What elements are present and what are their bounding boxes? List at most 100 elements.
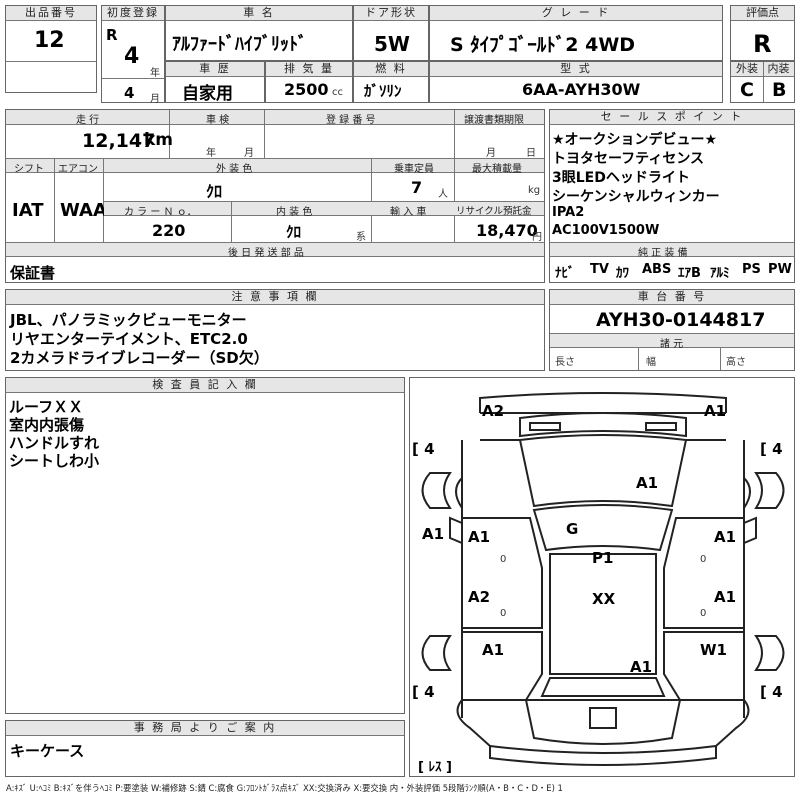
- mileage-unit: km: [144, 130, 174, 150]
- insp-month-unit: 月: [244, 148, 254, 159]
- equip-item: TV: [590, 262, 609, 277]
- history-label: 車 歴: [166, 62, 264, 77]
- sales-line: トヨタセーフティセンス: [552, 151, 705, 167]
- inspector-box: 検 査 員 記 入 欄 ルーフＸＸ 室内内張傷 ハンドルすれ シートしわ小: [5, 377, 405, 714]
- mark-front-bumper-right: A1: [704, 402, 727, 420]
- first-reg-label: 初度登録: [102, 6, 164, 21]
- insp-year-unit: 年: [206, 148, 216, 159]
- car-name-label: 車 名: [166, 6, 352, 21]
- door-label: ドア形状: [354, 6, 428, 21]
- lot-value: 12: [34, 28, 65, 53]
- fuel-value: ｶﾞｿﾘﾝ: [364, 82, 402, 100]
- year-unit: 年: [150, 68, 160, 79]
- mark-roof: P1: [592, 549, 614, 567]
- equip-item: ﾅﾋﾞ: [555, 266, 575, 281]
- history-box: 車 歴 自家用: [165, 61, 265, 104]
- mark-right-rear-door: A1: [714, 588, 737, 606]
- mark-left-rear-door: A2: [468, 588, 491, 606]
- equip-item: ｴｱB: [678, 266, 701, 281]
- ext-value: C: [740, 79, 754, 101]
- inspector-line: シートしわ小: [9, 452, 100, 470]
- sales-label: セ ー ル ス ポ イ ン ト: [550, 110, 794, 125]
- sales-line: AC100V1500W: [552, 223, 660, 238]
- notes-line: 2カメラドライブレコーダー（SD欠）: [10, 349, 269, 367]
- int-value: B: [772, 79, 787, 101]
- mark-hood: A1: [636, 474, 659, 492]
- mark-rear: A1: [630, 658, 653, 676]
- notes-line: JBL、パノラミックビューモニター: [10, 311, 247, 329]
- tire-rr: [ 4: [760, 683, 783, 701]
- car-name-box: 車 名 ｱﾙﾌｧｰﾄﾞﾊｲﾌﾞﾘｯﾄﾞ: [165, 5, 353, 61]
- score-label: 評価点: [731, 6, 794, 21]
- equip-item: ｱﾙﾐ: [710, 266, 730, 281]
- int-color-label: 内 装 色: [276, 207, 313, 218]
- fuel-box: 燃 料 ｶﾞｿﾘﾝ: [353, 61, 429, 103]
- recycle-unit: 円: [532, 232, 542, 243]
- mark-lrd-small: 0: [500, 608, 507, 619]
- mileage-label: 走 行: [76, 115, 100, 126]
- chassis-value: AYH30-0144817: [596, 309, 766, 331]
- model-value: 6AA-AYH30W: [522, 80, 641, 99]
- color-no-value: 220: [152, 221, 186, 240]
- equip-item: ｶﾜ: [616, 266, 629, 281]
- mark-rrd-small: 0: [700, 608, 707, 619]
- chassis-label: 車 台 番 号: [550, 290, 794, 305]
- mark-front-bumper-left: A2: [482, 402, 505, 420]
- month-unit: 月: [150, 94, 160, 105]
- load-unit: kg: [528, 185, 541, 196]
- mark-roof-rear: XX: [592, 590, 616, 608]
- era: R: [106, 26, 118, 44]
- reg-year: 4: [124, 44, 140, 69]
- tire-fl: [ 4: [412, 440, 435, 458]
- office-label: 事 務 局 よ り ご 案 内: [6, 721, 404, 736]
- grade-box: グ レ ー ド S ﾀｲﾌﾟｺﾞｰﾙﾄﾞ2 4WD: [429, 5, 723, 61]
- history-value: 自家用: [182, 84, 233, 104]
- displacement-value: 2500: [284, 80, 329, 99]
- notes-label: 注 意 事 項 欄: [6, 290, 544, 305]
- lot-box: 出品番号 12: [5, 5, 97, 93]
- shift-value: IAT: [12, 200, 44, 221]
- door-value: 5W: [374, 32, 410, 56]
- equip-item: PS: [742, 262, 761, 277]
- int-label: 内装: [763, 62, 794, 77]
- displacement-unit: cc: [332, 87, 343, 98]
- ac-value: WAA: [60, 200, 107, 221]
- car-outline-drawing: [421, 392, 785, 766]
- notes-line: リヤエンターテイメント、ETC2.0: [10, 330, 248, 348]
- info-table: 走 行 車 検 登 録 番 号 譲渡書類期限 12,147 km 年 月 月 日…: [5, 109, 545, 283]
- recycle-value: 18,470: [476, 221, 538, 240]
- sales-line: IPA2: [552, 205, 585, 220]
- model-label: 型 式: [430, 62, 722, 77]
- inspector-label: 検 査 員 記 入 欄: [6, 378, 404, 393]
- car-diagram: [ 4 [ 4 [ 4 [ 4 [ ﾚｽ ] A2 A1 A1 A1 G P1 …: [409, 377, 795, 777]
- mark-left-front-door: A1: [468, 528, 491, 546]
- reg-month: 4: [124, 84, 135, 102]
- int-color-unit: 系: [356, 232, 366, 243]
- score-box: 評価点 R: [730, 5, 795, 61]
- tire-fr: [ 4: [760, 440, 783, 458]
- color-value: ｸﾛ: [206, 182, 223, 201]
- legend: A:ｷｽﾞ U:ﾍｺﾐ B:ｷｽﾞを伴うﾍｺﾐ P:要塗装 W:補修跡 S:錆 …: [6, 783, 563, 793]
- later-parts-value: 保証書: [10, 264, 56, 282]
- capacity-unit: 人: [438, 189, 448, 200]
- recycle-label: リサイクル預託金: [456, 206, 532, 217]
- lot-label: 出品番号: [6, 6, 96, 21]
- sales-box: セ ー ル ス ポ イ ン ト ★オークションデビュー★ トヨタセーフティセンス…: [549, 109, 795, 283]
- chassis-box: 車 台 番 号 AYH30-0144817 諸 元 長さ 幅 高さ: [549, 289, 795, 371]
- score-value: R: [753, 30, 772, 58]
- equip-label: 純 正 装 備: [638, 248, 688, 259]
- import-label: 輸 入 車: [390, 207, 427, 218]
- door-box: ドア形状 5W: [353, 5, 429, 61]
- sales-line: シーケンシャルウィンカー: [552, 189, 720, 205]
- mark-roof-front: G: [566, 520, 579, 538]
- height-label: 高さ: [726, 357, 746, 368]
- office-box: 事 務 局 よ り ご 案 内 キーケース: [5, 720, 405, 777]
- inspector-line: ルーフＸＸ: [9, 398, 84, 416]
- capacity-value: 7: [411, 178, 423, 197]
- ac-label: エアコン: [58, 164, 98, 175]
- reg-label: 登 録 番 号: [326, 115, 376, 126]
- inspector-line: ハンドルすれ: [9, 434, 100, 452]
- inspector-line: 室内内張傷: [9, 416, 85, 434]
- int-color-value: ｸﾛ: [286, 223, 302, 241]
- fuel-label: 燃 料: [354, 62, 428, 77]
